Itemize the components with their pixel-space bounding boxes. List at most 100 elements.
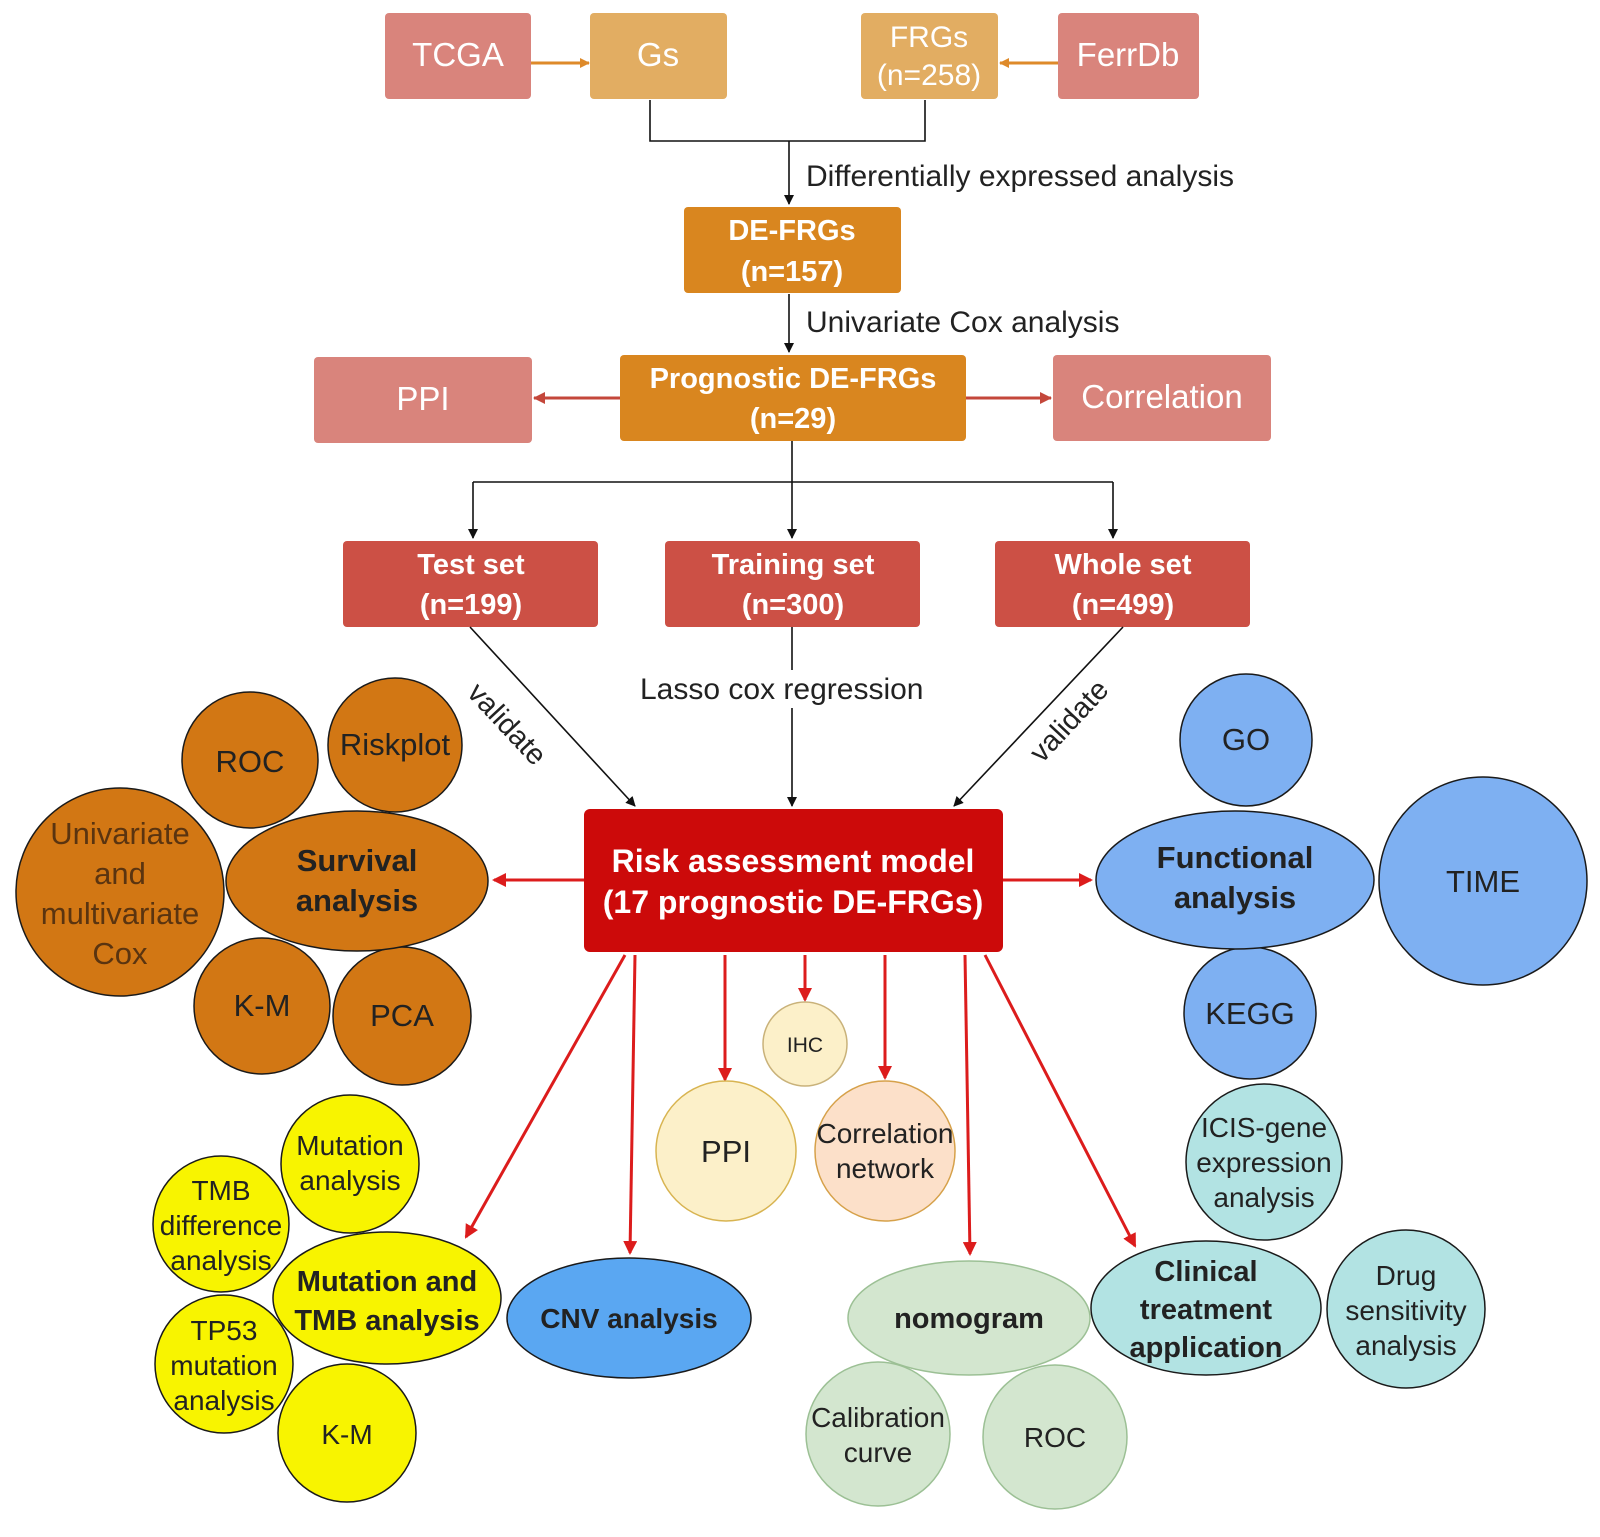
training-set-line2: (n=300) <box>742 589 844 621</box>
mutation-analysis-line2: analysis <box>299 1165 400 1196</box>
cox-line1: Univariate <box>50 816 190 851</box>
kegg-label: KEGG <box>1205 996 1295 1031</box>
risk-model-box <box>584 809 1003 952</box>
whole-set-line1: Whole set <box>1055 549 1192 581</box>
clinical-center-line3: application <box>1129 1332 1282 1364</box>
functional-center-line2: analysis <box>1174 880 1296 915</box>
tmb-difference-circle <box>152 1155 290 1293</box>
mutation-cluster <box>152 1094 502 1503</box>
frgs-label-line2: (n=258) <box>877 59 981 92</box>
functional-cluster <box>1095 673 1588 1080</box>
time-circle <box>1378 776 1588 986</box>
nomogram-cluster <box>805 1260 1128 1510</box>
mutation-center-line2: TMB analysis <box>294 1305 479 1337</box>
functional-center-ellipse <box>1095 810 1375 950</box>
ppi-top-label: PPI <box>396 380 449 417</box>
drug-sensitivity-line2: sensitivity <box>1345 1295 1466 1326</box>
lasso-label-bg <box>640 670 942 708</box>
time-label: TIME <box>1446 864 1520 899</box>
functional-center-line1: Functional <box>1157 840 1314 875</box>
prognostic-box <box>620 355 966 441</box>
cox-line4: Cox <box>92 936 148 971</box>
test-set-line2: (n=199) <box>420 589 522 621</box>
cox-circle <box>15 787 225 997</box>
clinical-cluster <box>1090 1083 1486 1389</box>
correlation-label: Correlation <box>1081 378 1242 415</box>
km-mutation-circle <box>277 1363 417 1503</box>
roc-nomogram-circle <box>982 1364 1128 1510</box>
training-set-line1: Training set <box>712 549 875 581</box>
drug-sensitivity-circle <box>1326 1229 1486 1389</box>
drug-sensitivity-line3: analysis <box>1355 1330 1456 1361</box>
go-label: GO <box>1222 722 1270 757</box>
univariate-cox-label: Univariate Cox analysis <box>806 306 1119 339</box>
correlation-box <box>1053 355 1271 441</box>
frgs-box <box>861 13 998 99</box>
survival-center-line1: Survival <box>297 843 418 878</box>
whole-set-box <box>995 541 1250 627</box>
arrow-test-to-model <box>469 626 636 807</box>
gs-box <box>590 13 727 99</box>
icis-line1: ICIS-gene <box>1201 1112 1327 1143</box>
clinical-center-line2: treatment <box>1140 1294 1272 1326</box>
go-circle <box>1179 673 1313 807</box>
riskplot-label: Riskplot <box>340 727 451 762</box>
arrow-model-to-nomogram <box>962 954 977 1256</box>
de-frgs-line1: DE-FRGs <box>728 215 855 247</box>
training-set-box <box>665 541 920 627</box>
diff-expr-label: Differentially expressed analysis <box>806 160 1234 193</box>
arrow-whole-to-model <box>953 626 1124 807</box>
cox-line3: multivariate <box>41 896 200 931</box>
survival-center-line2: analysis <box>296 883 418 918</box>
roc-nomogram-label: ROC <box>1024 1422 1086 1453</box>
ihc-circle <box>762 1001 848 1087</box>
risk-model-line2: (17 prognostic DE-FRGs) <box>603 884 983 920</box>
ihc-label: IHC <box>787 1034 823 1057</box>
de-frgs-line2: (n=157) <box>741 256 843 288</box>
km-survival-circle <box>193 937 331 1075</box>
ppi-middle-circle <box>655 1080 797 1222</box>
tcga-box <box>385 13 531 99</box>
calibration-curve-circle <box>805 1361 951 1507</box>
gs-label: Gs <box>637 36 679 73</box>
frgs-label-line1: FRGs <box>890 21 968 54</box>
icis-circle <box>1185 1083 1343 1241</box>
correlation-network-line2: network <box>836 1153 935 1184</box>
prognostic-line2: (n=29) <box>750 403 836 435</box>
test-set-box <box>343 541 598 627</box>
tmb-difference-line1: TMB <box>191 1175 250 1206</box>
correlation-network-circle <box>814 1080 956 1222</box>
whole-set-line2: (n=499) <box>1072 589 1174 621</box>
cnv-label: CNV analysis <box>540 1303 717 1334</box>
test-set-line1: Test set <box>417 549 525 581</box>
arrow-model-to-mutation <box>464 954 627 1239</box>
pca-label: PCA <box>370 998 434 1033</box>
prognostic-line1: Prognostic DE-FRGs <box>650 363 937 395</box>
clinical-center-ellipse <box>1090 1240 1322 1376</box>
merge-bracket <box>649 100 926 142</box>
ferrdb-box <box>1058 13 1199 99</box>
tp53-circle <box>154 1294 294 1434</box>
risk-model-line1: Risk assessment model <box>612 843 975 879</box>
de-frgs-box <box>684 207 901 293</box>
arrow-model-to-clinical <box>983 954 1137 1248</box>
icis-line2: expression <box>1196 1147 1331 1178</box>
mutation-analysis-line1: Mutation <box>296 1130 403 1161</box>
ppi-top-box <box>314 357 532 443</box>
tp53-line2: mutation <box>170 1350 277 1381</box>
ferrdb-label: FerrDb <box>1077 36 1180 73</box>
cox-line2: and <box>94 856 146 891</box>
mutation-analysis-circle <box>280 1094 420 1234</box>
km-survival-label: K-M <box>234 988 291 1023</box>
tp53-line3: analysis <box>173 1385 274 1416</box>
tmb-difference-line3: analysis <box>170 1245 271 1276</box>
survival-center-ellipse <box>225 810 489 952</box>
roc-survival-label: ROC <box>216 744 285 779</box>
nomogram-ellipse <box>847 1260 1091 1376</box>
roc-survival-circle <box>181 691 319 829</box>
calibration-curve-line2: curve <box>844 1437 912 1468</box>
lasso-label: Lasso cox regression <box>640 673 923 706</box>
icis-line3: analysis <box>1213 1182 1314 1213</box>
